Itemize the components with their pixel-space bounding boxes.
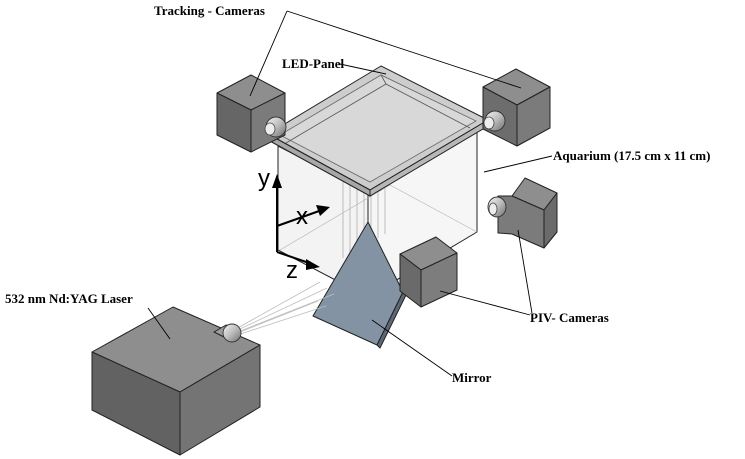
led-panel-edge [385, 83, 471, 129]
coordinate-axes: y x z [258, 165, 330, 284]
label-laser: 532 nm Nd:YAG Laser [5, 291, 133, 306]
camera-right [516, 86, 551, 147]
leader-tracking-right [286, 10, 522, 89]
x-axis-label: x [296, 203, 308, 230]
tracking-camera-right [482, 68, 551, 147]
led-panel [267, 65, 489, 197]
leader-laser [147, 307, 171, 340]
label-mirror: Mirror [452, 370, 492, 385]
laser-right [179, 344, 261, 456]
laser-aperture-lens [222, 323, 242, 343]
z-axis-arrow [306, 259, 320, 270]
aquarium-inner-edge [279, 184, 391, 251]
x-axis-arrow [316, 205, 330, 216]
label-led-panel: LED-Panel [282, 56, 345, 71]
led-panel-edge [380, 74, 387, 85]
label-piv-cameras: PIV- Cameras [530, 310, 609, 325]
label-aquarium: Aquarium (17.5 cm x 11 cm) [553, 148, 710, 163]
led-panel-edge [285, 83, 387, 144]
led-panel-inner [279, 74, 477, 183]
leader-piv-right [517, 229, 533, 314]
leader-led-panel [339, 63, 387, 75]
piv-camera-center [399, 236, 458, 308]
x-axis-line [276, 209, 323, 227]
camera-lens-front [264, 122, 276, 136]
y-axis-label: y [258, 165, 270, 192]
laser [91, 306, 261, 456]
piv-camera-right [487, 177, 558, 249]
y-axis-arrow [272, 174, 282, 188]
leader-lines [147, 10, 553, 377]
camera-lens-front [483, 116, 495, 130]
leader-aquarium [483, 155, 553, 173]
aquarium-inner-edge [389, 184, 478, 233]
mirror [312, 221, 407, 349]
z-axis-label: z [286, 257, 298, 284]
label-tracking-cameras: Tracking - Cameras [154, 3, 265, 18]
leader-mirror [371, 319, 453, 377]
leader-piv-center [439, 290, 531, 316]
tracking-camera-left [216, 74, 287, 153]
camera-lens-front [488, 202, 498, 216]
camera-side [543, 192, 558, 249]
leader-tracking-left [249, 10, 288, 97]
